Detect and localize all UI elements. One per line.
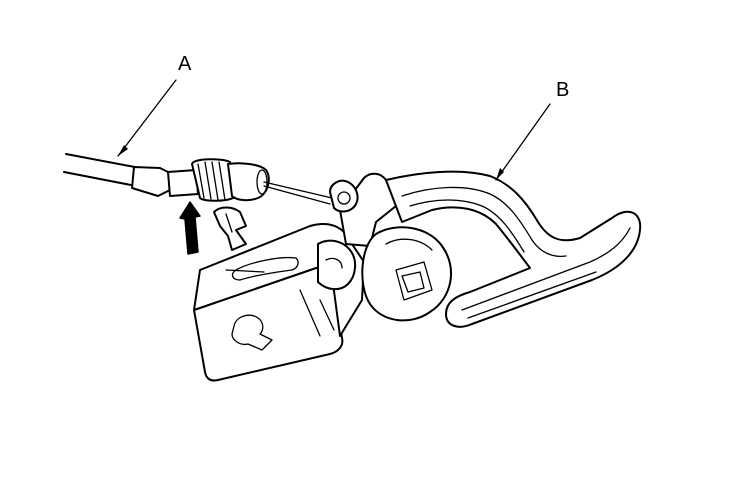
handle-lever xyxy=(329,172,453,322)
callout-b-label: B xyxy=(556,79,569,101)
cable-a xyxy=(63,153,333,205)
up-arrow-icon xyxy=(179,201,201,255)
callout-b-leader xyxy=(495,103,551,181)
callout-a-label: A xyxy=(178,53,192,75)
handle-b xyxy=(385,170,642,328)
handle-housing xyxy=(193,206,365,382)
callout-a-leader xyxy=(117,79,177,157)
